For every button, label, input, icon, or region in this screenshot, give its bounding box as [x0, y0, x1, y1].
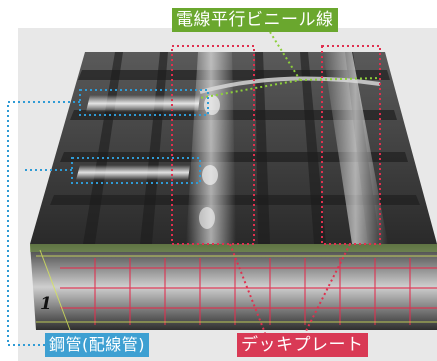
scan-front-face	[30, 244, 437, 331]
pipe-outline-bottom	[71, 157, 201, 184]
pipe-outline-top	[79, 89, 209, 116]
deck-outline-right	[321, 45, 381, 245]
pipe-leader-lines	[7, 101, 80, 346]
scan-top-face	[30, 52, 437, 244]
wire-label: 電線平行ビニール線	[172, 8, 338, 32]
deck-plate-label: デッキプレート	[237, 333, 368, 357]
deck-leader-lines	[229, 243, 266, 334]
panel-number: 1	[40, 294, 52, 314]
pipe-label: 鋼管(配線管)	[45, 333, 149, 357]
deck-outline-left	[171, 45, 255, 245]
